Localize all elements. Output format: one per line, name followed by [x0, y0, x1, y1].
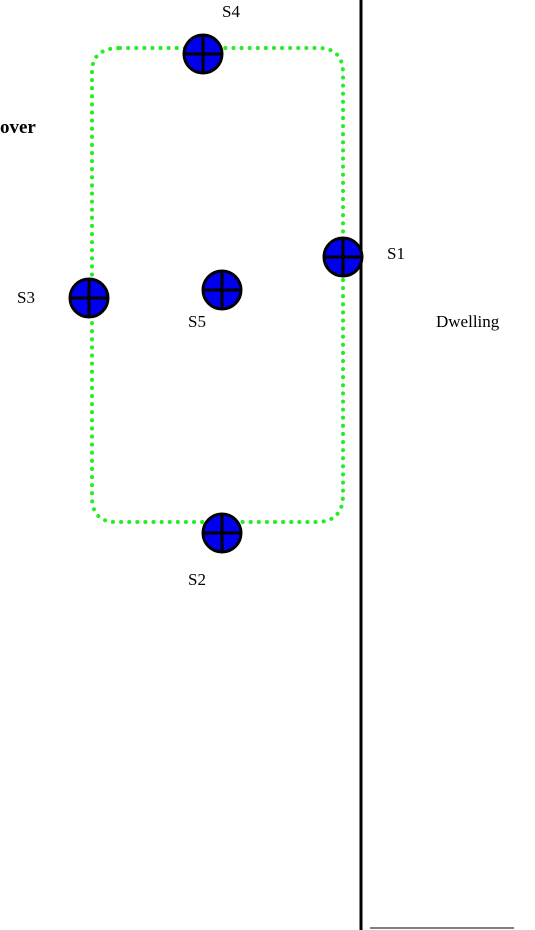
sensor-s5-label: S5: [188, 312, 206, 331]
sensor-s3-marker: [68, 277, 110, 319]
sensor-s3-label: S3: [17, 288, 35, 307]
sensor-s2-marker: [201, 512, 243, 554]
heading-partial: over: [0, 117, 36, 138]
sensor-s1-label: S1: [387, 244, 405, 263]
sensor-s2-label: S2: [188, 570, 206, 589]
sensor-s1-marker: [322, 236, 364, 278]
sensor-s4-label: S4: [222, 2, 240, 21]
sensor-s5-marker: [201, 269, 243, 311]
sensor-s4-marker: [182, 33, 224, 75]
dwelling-label: Dwelling: [436, 312, 500, 331]
survey-boundary: [90, 46, 345, 524]
